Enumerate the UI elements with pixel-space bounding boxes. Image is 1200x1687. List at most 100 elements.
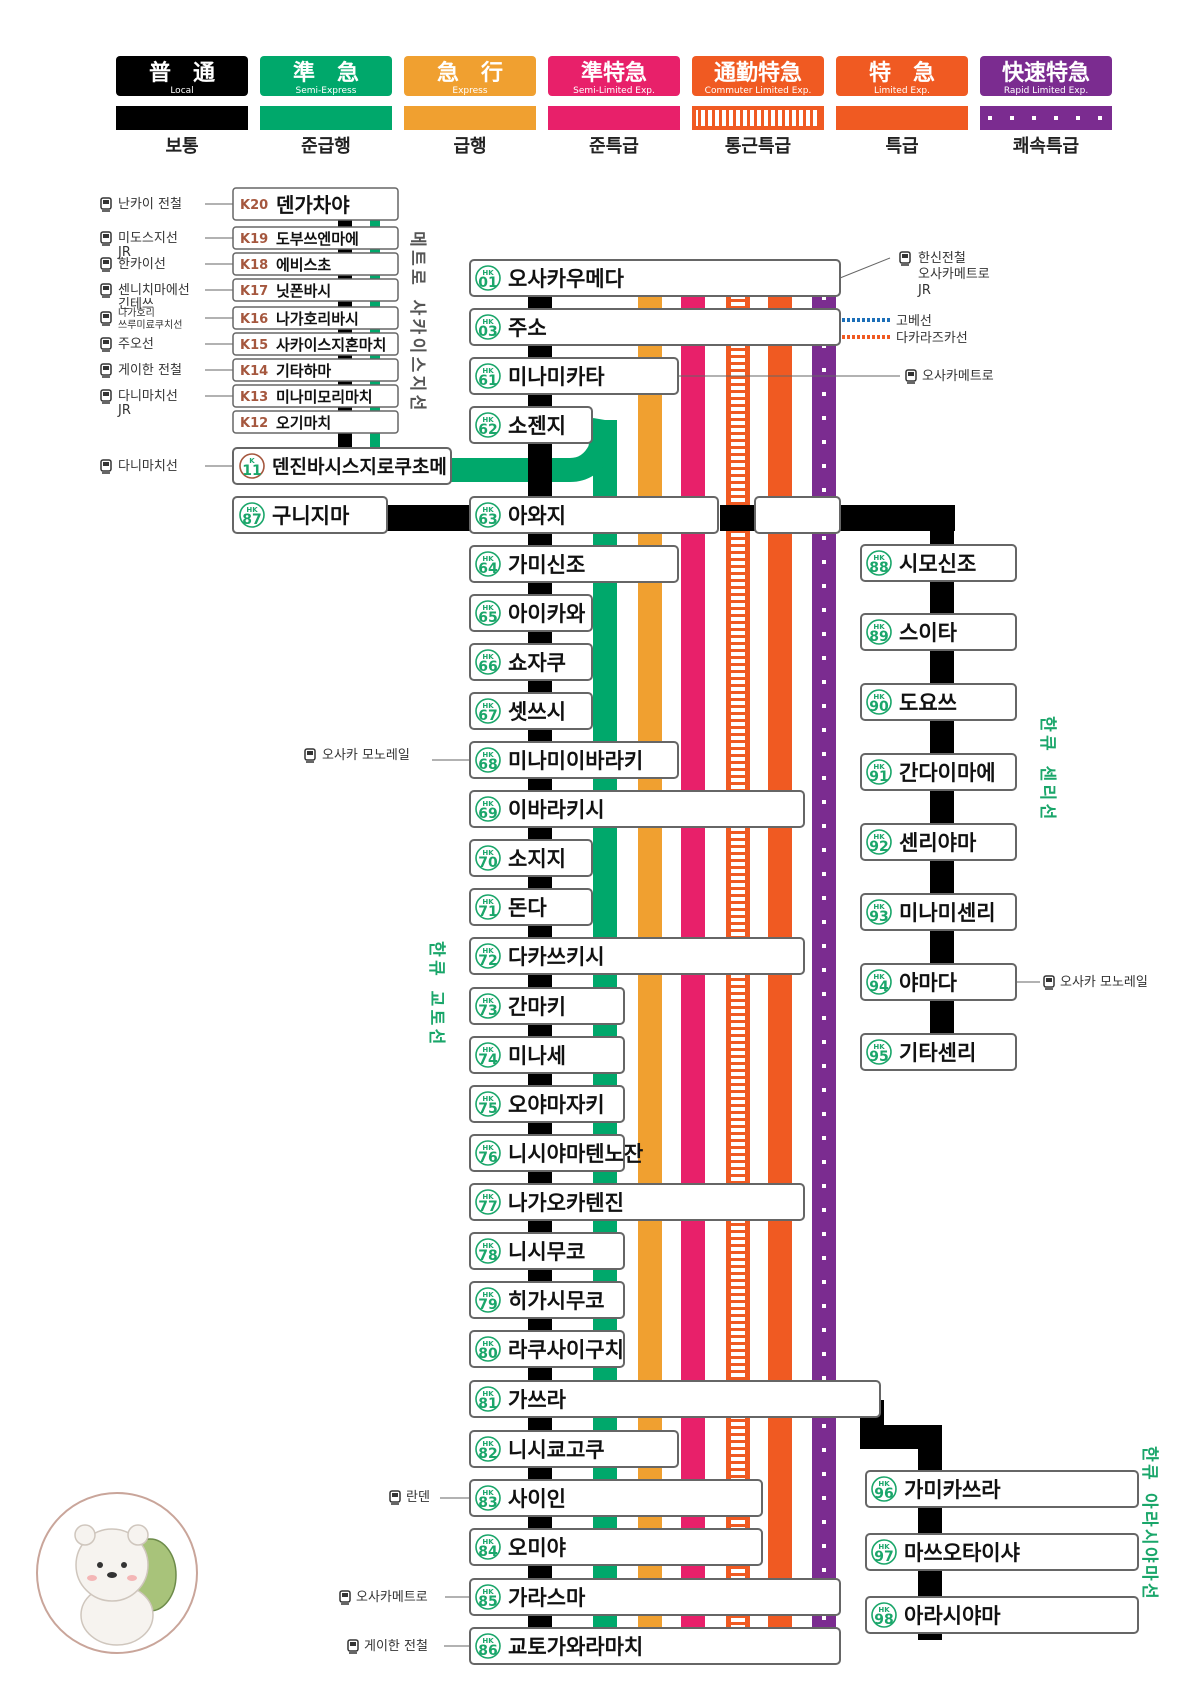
connection-label: 미도스지선 <box>118 231 178 246</box>
station-box[interactable] <box>860 683 1017 721</box>
station-box[interactable] <box>232 410 399 434</box>
station-box[interactable] <box>469 594 593 632</box>
station-box[interactable] <box>469 1430 679 1468</box>
station-box[interactable] <box>865 1533 1139 1571</box>
station-box-awaji-right[interactable] <box>754 496 841 534</box>
station-box[interactable] <box>469 1183 805 1221</box>
station-box[interactable] <box>860 753 1017 791</box>
station-box[interactable] <box>232 496 388 534</box>
station-box[interactable] <box>469 839 593 877</box>
commuter-limited-rung <box>731 733 745 736</box>
station-box[interactable] <box>469 987 625 1025</box>
station-box[interactable] <box>469 790 805 828</box>
station-box[interactable] <box>469 406 593 444</box>
station-box[interactable] <box>469 1380 881 1418</box>
commuter-limited-rung <box>731 1174 745 1177</box>
station-box[interactable] <box>860 544 1017 582</box>
commuter-limited-rung <box>731 642 745 645</box>
station-box[interactable] <box>469 1085 625 1123</box>
station-box[interactable] <box>469 937 805 975</box>
station-number: 76 <box>478 1150 497 1166</box>
station-box[interactable] <box>469 1134 625 1172</box>
connection-label: 긴테쓰 <box>118 297 154 312</box>
station-box[interactable] <box>865 1596 1139 1634</box>
station-number-badge <box>475 1386 501 1412</box>
station-box[interactable] <box>469 308 841 346</box>
station-name: 마쓰오타이샤 <box>904 1541 1021 1565</box>
legend-bar-dot <box>1076 116 1080 120</box>
station-box[interactable] <box>469 643 593 681</box>
station-box[interactable] <box>469 1036 625 1074</box>
commuter-limited-rung <box>731 768 745 771</box>
station-box[interactable] <box>860 823 1017 861</box>
station-box[interactable] <box>860 1033 1017 1071</box>
train-icon-window <box>392 1493 398 1497</box>
station-box[interactable] <box>469 1330 625 1368</box>
commuter-limited-rung <box>731 1321 745 1324</box>
station-box[interactable] <box>469 1528 763 1566</box>
train-icon-body <box>100 363 112 376</box>
station-box[interactable] <box>469 1232 625 1270</box>
station-box[interactable] <box>865 1470 1139 1508</box>
station-box[interactable] <box>860 893 1017 931</box>
station-box[interactable] <box>469 496 719 534</box>
rapid-limited-dot <box>822 488 826 492</box>
station-box[interactable] <box>469 545 679 583</box>
station-box[interactable] <box>860 613 1017 651</box>
station-box[interactable] <box>469 692 593 730</box>
station-box[interactable] <box>469 1281 625 1319</box>
train-icon-window <box>103 200 109 204</box>
station-box[interactable] <box>469 888 593 926</box>
